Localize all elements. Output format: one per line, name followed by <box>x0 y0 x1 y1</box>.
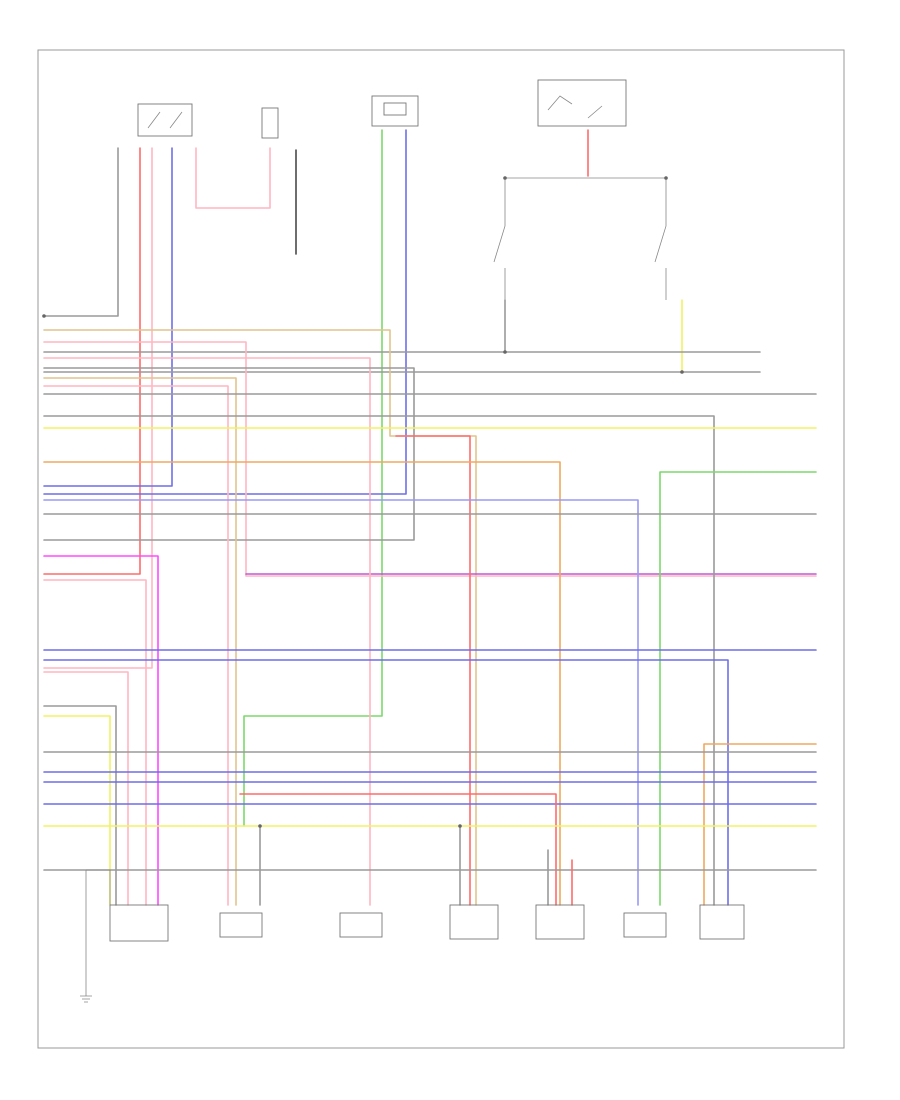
wire-tan-14 <box>43 329 477 906</box>
wire-orange-36 <box>703 743 817 906</box>
wire-lightblue-27 <box>43 499 639 906</box>
wire-blue-32 <box>43 659 729 906</box>
wire-pink-5 <box>195 147 271 209</box>
wire-pink-3 <box>43 147 153 669</box>
brake-switch-box <box>137 103 193 137</box>
switch-left <box>493 178 506 300</box>
wire-group <box>43 129 817 906</box>
wire-orange-25 <box>43 461 561 906</box>
wire-blue-8 <box>43 129 407 495</box>
wire-gray-22 <box>43 415 715 906</box>
connector-5 <box>535 904 585 940</box>
connector-6 <box>623 912 667 938</box>
wire-red-24 <box>395 435 471 906</box>
wire-pink-20 <box>43 385 229 906</box>
junction-dot-2 <box>680 370 684 374</box>
wire-green-7 <box>243 129 383 827</box>
junction-dot-3 <box>503 176 507 180</box>
wire-green-26 <box>659 471 817 906</box>
wire-gray-18 <box>43 367 415 541</box>
wire-gray-1 <box>43 147 119 317</box>
wire-red-41 <box>239 793 557 906</box>
sensor-connector-inner <box>383 102 407 116</box>
junction-dot-5 <box>258 824 262 828</box>
wire-pink-17 <box>43 357 371 906</box>
bottom-connectors <box>80 869 745 1003</box>
wire-pink-33 <box>43 671 129 906</box>
junction-dot-6 <box>458 824 462 828</box>
wire-tan-19 <box>43 377 237 906</box>
connector-4 <box>449 904 499 940</box>
diagram-frame <box>37 49 845 1049</box>
connector-3 <box>339 912 383 938</box>
wire-pink-30 <box>43 579 147 906</box>
junction-dot-1 <box>503 350 507 354</box>
relay-box <box>537 79 627 127</box>
top-components <box>137 79 667 300</box>
junction-dot-4 <box>664 176 668 180</box>
wire-magenta-29 <box>43 555 159 906</box>
wire-pink-15 <box>43 341 817 577</box>
wire-yellow-35 <box>43 715 111 906</box>
switch-right <box>654 178 667 300</box>
junction-dot-7 <box>42 314 46 318</box>
connector-2 <box>219 912 263 938</box>
wire-blue-4 <box>43 147 173 487</box>
junction-dots <box>42 176 684 828</box>
fuel-cap-component <box>261 107 279 139</box>
wire-red-2 <box>43 147 141 575</box>
ground-symbol <box>80 980 92 1003</box>
wire-gray-34 <box>43 705 117 906</box>
connector-1 <box>109 904 169 942</box>
connector-7 <box>699 904 745 940</box>
sensor-connector-box <box>371 95 419 127</box>
